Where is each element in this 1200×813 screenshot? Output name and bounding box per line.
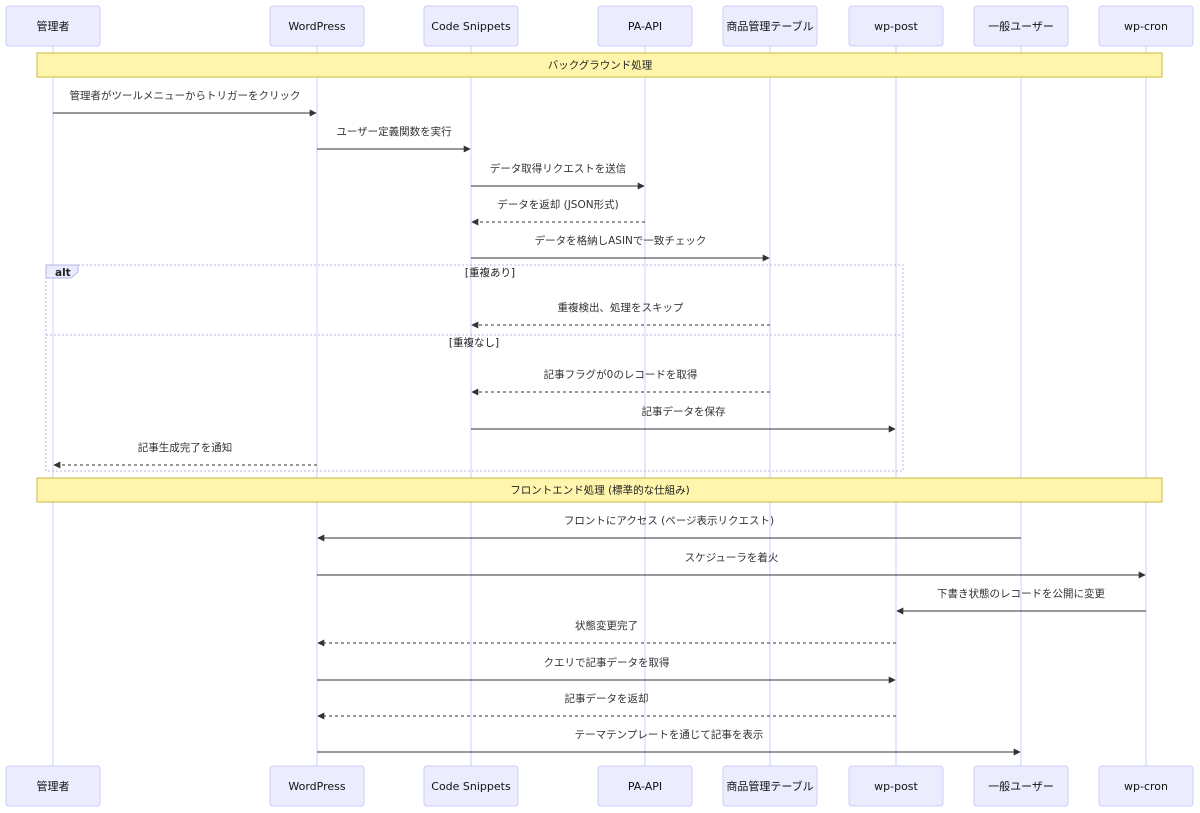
message-4: データを格納しASINで一致チェック: [471, 234, 770, 262]
message-0: 管理者がツールメニューからトリガーをクリック: [53, 89, 317, 117]
actor-box: [973, 765, 1069, 807]
message-label: 下書き状態のレコードを公開に変更: [937, 587, 1105, 600]
note-box: [36, 477, 1163, 503]
message-label: 重複検出、処理をスキップ: [558, 301, 684, 314]
message-label: 記事データを返却: [565, 692, 649, 705]
actor-paapi-bottom: PA-API: [597, 765, 693, 807]
message-2: データ取得リクエストを送信: [471, 162, 645, 190]
actor-paapi-top: PA-API: [597, 5, 693, 47]
message-label: 記事フラグが0のレコードを取得: [544, 368, 698, 381]
message-label: データ取得リクエストを送信: [490, 162, 627, 175]
actor-box: [1098, 5, 1194, 47]
actor-table-bottom: 商品管理テーブル: [722, 765, 818, 807]
actor-label: WordPress: [288, 20, 345, 33]
actor-label: 商品管理テーブル: [726, 779, 813, 793]
actor-box: [423, 765, 519, 807]
actor-label: PA-API: [628, 20, 662, 33]
message-9: フロントにアクセス (ページ表示リクエスト): [317, 514, 1021, 542]
message-label: 管理者がツールメニューからトリガーをクリック: [70, 89, 301, 102]
message-label: スケジューラを着火: [685, 551, 779, 564]
message-13: クエリで記事データを取得: [317, 656, 896, 684]
actor-label: wp-cron: [1124, 20, 1168, 33]
alt-frame: alt [重複あり] [重複なし]: [45, 264, 904, 472]
message-12: 状態変更完了: [317, 619, 896, 647]
message-1: ユーザー定義関数を実行: [317, 125, 471, 153]
message-15: テーマテンプレートを通じて記事を表示: [317, 728, 1021, 756]
message-14: 記事データを返却: [317, 692, 896, 720]
alt-label: alt: [55, 267, 71, 279]
actor-label: wp-post: [874, 780, 918, 793]
message-3: データを返却 (JSON形式): [471, 198, 645, 226]
actor-box: [597, 5, 693, 47]
actor-box: [848, 5, 944, 47]
message-label: クエリで記事データを取得: [544, 656, 670, 669]
actor-box: [1098, 765, 1194, 807]
actor-label: 一般ユーザー: [988, 780, 1054, 793]
actor-box: [269, 5, 365, 47]
actor-box: [722, 5, 818, 47]
actor-cs-top: Code Snippets: [423, 5, 519, 47]
alt-condition-1: [重複なし]: [449, 336, 499, 349]
actor-label: WordPress: [288, 780, 345, 793]
actor-box: [5, 765, 101, 807]
alt-frame-border: [45, 264, 904, 472]
actor-user-bottom: 一般ユーザー: [973, 765, 1069, 807]
message-label: 記事生成完了を通知: [138, 441, 233, 454]
actor-cs-bottom: Code Snippets: [423, 765, 519, 807]
message-label: 記事データを保存: [642, 405, 726, 418]
note-0: バックグラウンド処理: [36, 52, 1163, 78]
actor-label: 管理者: [37, 779, 70, 793]
actor-wp-bottom: WordPress: [269, 765, 365, 807]
actor-cron-bottom: wp-cron: [1098, 765, 1194, 807]
actor-cron-top: wp-cron: [1098, 5, 1194, 47]
actor-label: wp-cron: [1124, 780, 1168, 793]
actor-box: [423, 5, 519, 47]
message-label: ユーザー定義関数を実行: [336, 125, 452, 138]
actor-label: PA-API: [628, 780, 662, 793]
note-box: [36, 52, 1163, 78]
actor-admin-bottom: 管理者: [5, 765, 101, 807]
actor-label: 一般ユーザー: [988, 20, 1054, 33]
message-10: スケジューラを着火: [317, 551, 1146, 579]
actor-label: 商品管理テーブル: [726, 19, 813, 33]
message-8: 記事生成完了を通知: [53, 441, 317, 469]
message-label: 状態変更完了: [575, 619, 638, 632]
actor-box: [848, 765, 944, 807]
message-label: フロントにアクセス (ページ表示リクエスト): [564, 514, 774, 527]
actor-user-top: 一般ユーザー: [973, 5, 1069, 47]
actor-post-bottom: wp-post: [848, 765, 944, 807]
actor-box: [973, 5, 1069, 47]
message-7: 記事データを保存: [471, 405, 896, 433]
message-label: データを返却 (JSON形式): [497, 198, 618, 211]
note-text: フロントエンド処理 (標準的な仕組み): [510, 484, 690, 497]
actor-box: [5, 5, 101, 47]
actor-label: Code Snippets: [431, 780, 511, 793]
message-5: 重複検出、処理をスキップ: [471, 301, 770, 329]
actor-label: 管理者: [37, 19, 70, 33]
actor-box: [269, 765, 365, 807]
message-label: テーマテンプレートを通じて記事を表示: [575, 728, 764, 741]
actor-box: [597, 765, 693, 807]
actor-box: [722, 765, 818, 807]
note-1: フロントエンド処理 (標準的な仕組み): [36, 477, 1163, 503]
actor-table-top: 商品管理テーブル: [722, 5, 818, 47]
alt-condition-0: [重複あり]: [465, 266, 515, 279]
actor-admin-top: 管理者: [5, 5, 101, 47]
actor-label: Code Snippets: [431, 20, 511, 33]
note-text: バックグラウンド処理: [548, 59, 653, 72]
actor-label: wp-post: [874, 20, 918, 33]
message-11: 下書き状態のレコードを公開に変更: [896, 587, 1146, 615]
alt-tab: [45, 264, 79, 279]
actor-wp-top: WordPress: [269, 5, 365, 47]
message-6: 記事フラグが0のレコードを取得: [471, 368, 770, 396]
actor-post-top: wp-post: [848, 5, 944, 47]
message-label: データを格納しASINで一致チェック: [535, 234, 707, 247]
